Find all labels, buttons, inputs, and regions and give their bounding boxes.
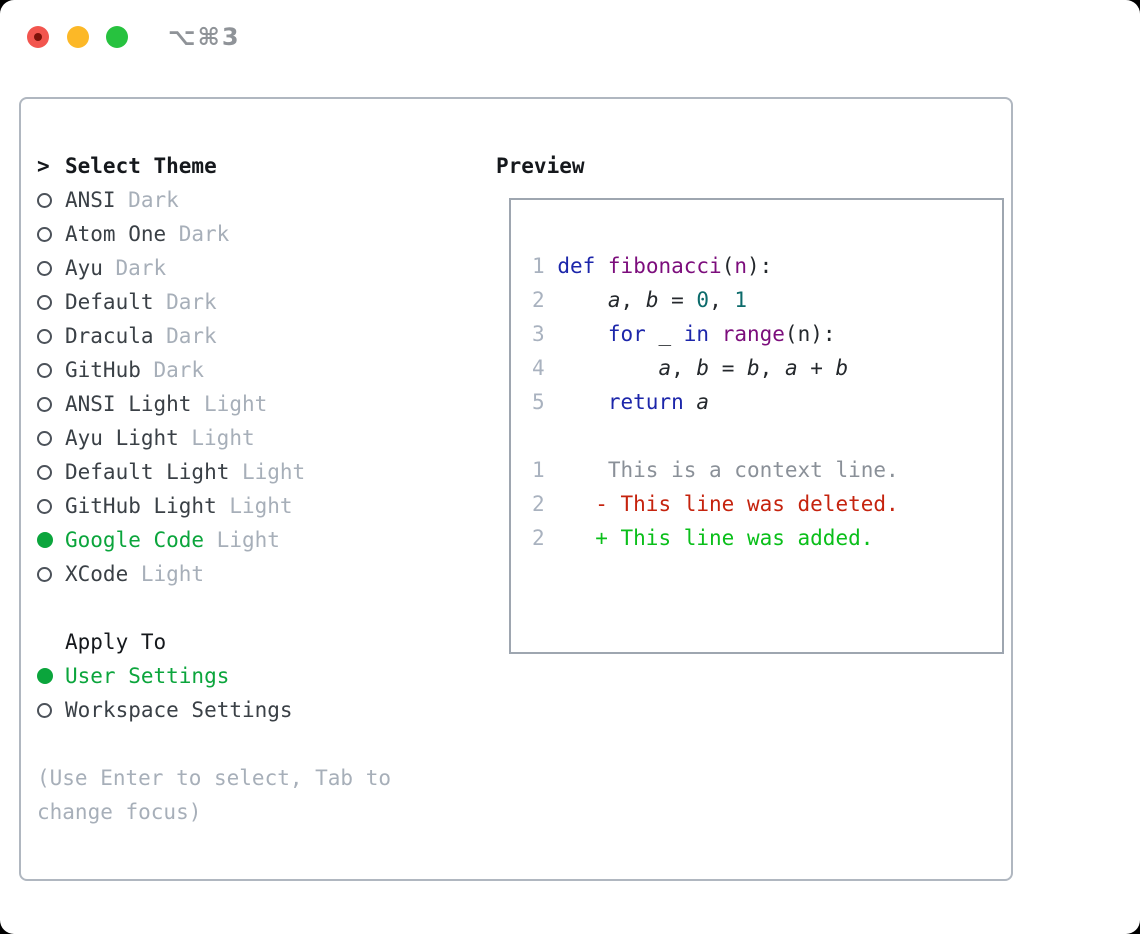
theme-radio-icon [37,396,52,412]
diff-line: 2 - This line was deleted. [532,492,899,516]
theme-radio-icon [37,566,52,582]
apply-to-option[interactable]: User Settings [37,659,391,693]
theme-name: Dracula [65,324,154,348]
theme-option[interactable]: Ayu Light Light [37,421,391,455]
theme-option[interactable]: ANSI Light Light [37,387,391,421]
apply-radio-icon [37,668,53,684]
theme-tag: Dark [166,324,217,348]
theme-tag: Light [140,562,205,586]
code-line: 5 return a [532,390,710,414]
theme-radio-icon [37,294,52,310]
preview-box: 1 def fibonacci(n): 2 a, b = 0, 1 3 for _ … [509,198,1004,654]
apply-to-header: Apply To [65,630,167,654]
theme-tag: Light [216,528,280,552]
theme-option[interactable]: Default Light Light [37,455,391,489]
theme-radio-icon [37,430,52,446]
theme-name: Ayu Light [65,426,179,450]
theme-radio-icon [37,532,53,548]
theme-radio-icon [37,498,52,514]
code-line: 3 for _ in range(n): [532,322,836,346]
theme-radio-icon [37,464,52,480]
select-theme-header: Select Theme [65,154,217,178]
theme-option[interactable]: Ayu Dark [37,251,391,285]
select-theme-header-row: > Select Theme [37,149,391,183]
theme-tag: Dark [166,290,217,314]
theme-name: Ayu [65,256,103,280]
close-dot-icon [34,33,42,41]
theme-tag: Dark [178,222,230,246]
theme-name: GitHub Light [65,494,217,518]
close-button[interactable] [27,26,49,48]
apply-to-option[interactable]: Workspace Settings [37,693,391,727]
spacer [37,727,391,761]
theme-tag: Light [191,426,255,450]
theme-name: Default [65,290,154,314]
theme-radio-icon [37,328,52,344]
theme-radio-icon [37,192,52,208]
theme-tag: Light [204,392,268,416]
theme-tag: Light [241,460,306,484]
theme-tag: Light [229,494,293,518]
theme-radio-icon [37,226,52,242]
code-line: 1 def fibonacci(n): [532,254,773,278]
hint-line-1: (Use Enter to select, Tab to [37,766,392,790]
theme-name: XCode [65,562,129,586]
theme-option[interactable]: Default Dark [37,285,391,319]
theme-option[interactable]: GitHub Light Light [37,489,391,523]
theme-option[interactable]: Atom One Dark [37,217,391,251]
code-line: 2 a, b = 0, 1 [532,288,748,312]
theme-tag: Dark [115,256,167,280]
spacer [37,591,391,625]
window-hotkey-title: ⌥⌘3 [168,23,241,51]
code-block: 1 def fibonacci(n): 2 a, b = 0, 1 3 for _ … [532,249,1002,419]
preview-header: Preview [496,154,585,178]
theme-name: Google Code [65,528,205,552]
minimize-button[interactable] [67,26,89,48]
theme-option[interactable]: GitHub Dark [37,353,391,387]
hint-line-2: change focus) [37,800,202,824]
diff-line: 2 + This line was added. [532,526,874,550]
theme-name: Default Light [65,460,230,484]
theme-option[interactable]: XCode Light [37,557,391,591]
theme-name: GitHub [65,358,141,382]
theme-radio-icon [37,362,52,378]
diff-block: 1 This is a context line. 2 - This line w… [532,453,1002,555]
theme-name: ANSI Light [65,392,192,416]
theme-option[interactable]: ANSI Dark [37,183,391,217]
apply-list: User Settings Workspace Settings [37,659,391,727]
diff-line: 1 This is a context line. [532,458,899,482]
theme-tag: Dark [153,358,205,382]
theme-option[interactable]: Google Code Light [37,523,391,557]
code-line: 4 a, b = b, a + b [532,356,849,380]
theme-tag: Dark [128,188,179,212]
apply-radio-icon [37,702,52,718]
theme-name: ANSI [65,188,116,212]
theme-radio-icon [37,260,52,276]
apply-option-label: Workspace Settings [65,698,293,722]
apply-to-header-row: Apply To [37,625,391,659]
titlebar: ⌥⌘3 [0,0,1140,75]
zoom-button[interactable] [106,26,128,48]
theme-name: Atom One [65,222,167,246]
prompt-chevron-icon: > [37,154,50,178]
theme-option[interactable]: Dracula Dark [37,319,391,353]
apply-option-label: User Settings [65,664,230,688]
